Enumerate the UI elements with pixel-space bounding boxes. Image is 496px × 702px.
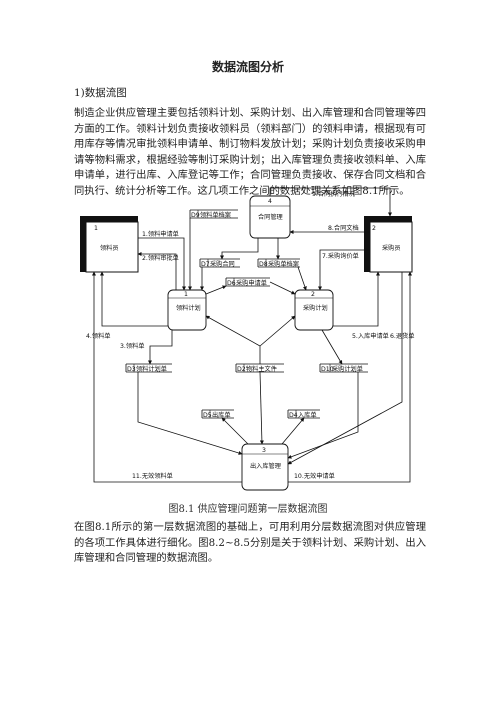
- flow-label: 4.领料单: [86, 332, 110, 340]
- process-id: 1: [184, 291, 188, 298]
- intro-paragraph: 制造企业供应管理主要包括领料计划、采购计划、出入库管理和合同管理等四方面的工作。…: [74, 107, 426, 197]
- entity-id: 1: [94, 225, 98, 232]
- data-store-d4: D4 入库单: [287, 409, 320, 419]
- store-label: 物料主文件: [246, 365, 277, 373]
- flow-label: 3.领料单: [120, 342, 144, 350]
- external-entity-buyer: 2 采购员: [364, 216, 413, 273]
- followup-paragraph: 在图8.1所示的第一层数据流图的基础上，可用利用分层数据流图对供应管理的各项工作…: [74, 521, 426, 565]
- process-label: 采购计划: [303, 304, 328, 312]
- process-label: 领料计划: [176, 304, 201, 312]
- external-entity-picker: 1 领料员: [80, 216, 139, 273]
- store-label: 领料计划单: [136, 365, 167, 373]
- process-picking-plan: 1 领料计划: [167, 289, 207, 331]
- section-heading: 1)数据流图: [74, 87, 127, 99]
- process-contract-management: 4 合同管理: [249, 195, 291, 239]
- store-id: D10: [321, 366, 334, 373]
- process-id: 2: [311, 291, 315, 298]
- store-id: D7: [201, 261, 210, 268]
- data-store-d9: D9 领料单档案: [189, 209, 238, 219]
- data-store-d8: D8 采购单档案: [257, 258, 300, 268]
- flow-label: 9.合同执行情况: [312, 190, 355, 198]
- store-id: D6: [227, 280, 236, 287]
- process-id: 3: [262, 447, 266, 454]
- flow-lines: [92, 187, 412, 483]
- data-store-d3: D3 领料计划单: [125, 363, 172, 373]
- flow-label: 1.领料申请单: [142, 230, 179, 238]
- store-label: 采购合同: [210, 260, 235, 268]
- data-store-d7: D7 采购合同: [199, 258, 240, 268]
- store-label: 入库单: [298, 411, 317, 419]
- flow-label: 5.入库申请单: [352, 332, 389, 340]
- store-id: D9: [191, 212, 200, 219]
- process-inventory-management: 3 出入库管理: [241, 443, 289, 491]
- store-label: 领料单档案: [200, 211, 232, 219]
- store-label: 采购单档案: [268, 260, 300, 268]
- store-label: 出库单: [212, 411, 231, 419]
- process-label: 合同管理: [258, 213, 283, 221]
- store-label: 采购申请单: [236, 279, 267, 287]
- flow-label: 6.退货单: [390, 332, 414, 340]
- flow-label: 2.领料审批单: [142, 254, 179, 262]
- flow-label: 10.无效申请单: [294, 472, 335, 480]
- data-store-d10: D10 采购计划单: [319, 363, 368, 373]
- entity-id: 2: [372, 225, 376, 232]
- process-purchase-plan: 2 采购计划: [294, 289, 334, 331]
- store-id: D3: [127, 366, 136, 373]
- store-label: 采购计划单: [332, 365, 363, 373]
- process-id: 4: [268, 198, 272, 205]
- data-store-d2: D2 物料主文件: [235, 363, 284, 373]
- store-id: D2: [237, 366, 246, 373]
- flow-label: 11.无效领料单: [132, 472, 173, 480]
- data-flow-diagram: 1 领料员 2 采购员 4 合同管理 1 领料计划 2 采购计划 3 出入库管理: [80, 187, 414, 491]
- data-store-d6: D6 采购申请单: [225, 277, 270, 287]
- entity-label: 领料员: [100, 244, 119, 252]
- store-id: D4: [289, 412, 298, 419]
- store-id: D8: [259, 261, 268, 268]
- flow-label: 8.合同文档: [328, 224, 359, 232]
- figure-caption: 图8.1 供应管理问题第一层数据流图: [168, 504, 328, 515]
- flow-label: 7.采购询价单: [322, 252, 359, 260]
- store-id: D5: [203, 412, 212, 419]
- page-title: 数据流图分析: [211, 60, 284, 74]
- process-label: 出入库管理: [250, 462, 281, 470]
- entity-label: 采购员: [382, 244, 401, 252]
- data-store-d5: D5 出库单: [201, 409, 234, 419]
